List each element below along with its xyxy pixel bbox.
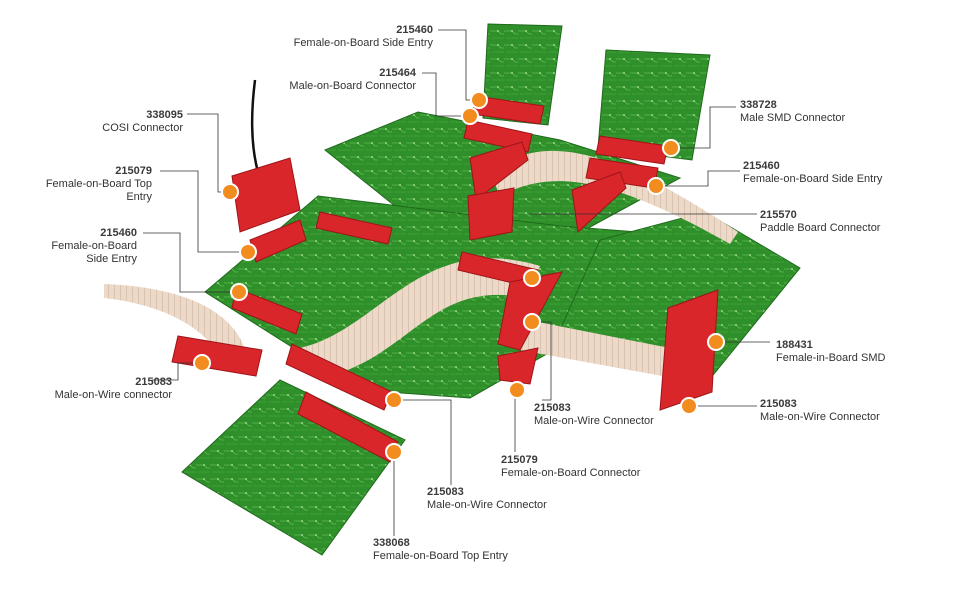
part-description: Male-on-Wire Connector bbox=[760, 411, 880, 423]
markers bbox=[193, 91, 725, 461]
callout-215083-bottom: 215083 Male-on-Wire Connector bbox=[427, 486, 547, 512]
center-ribbon bbox=[300, 258, 540, 378]
part-description: Paddle Board Connector bbox=[760, 222, 881, 234]
part-number: 215460 bbox=[396, 24, 433, 36]
callout-215460-left: 215460 Female-on-Board Side Entry bbox=[37, 227, 137, 266]
part-description: Male-on-Wire Connector bbox=[427, 499, 547, 511]
part-description: Female-on-Board Side Entry bbox=[51, 240, 137, 265]
mid-connector-c bbox=[497, 347, 539, 385]
marker[interactable] bbox=[662, 139, 680, 157]
callout-215570: 215570 Paddle Board Connector bbox=[760, 209, 880, 235]
marker[interactable] bbox=[508, 381, 526, 399]
callout-338095: 338095 COSI Connector bbox=[102, 109, 183, 135]
top-ribbon bbox=[490, 150, 738, 244]
cosi-connector-body bbox=[231, 157, 301, 233]
callout-215079-bottom: 215079 Female-on-Board Connector bbox=[501, 454, 640, 480]
part-number: 215079 bbox=[501, 454, 538, 466]
top-right-pcb-b bbox=[597, 49, 711, 161]
center-wire-connector-body bbox=[285, 343, 393, 411]
marker[interactable] bbox=[523, 313, 541, 331]
connectors bbox=[171, 79, 719, 463]
part-description: Female-on-Board Side Entry bbox=[293, 37, 433, 49]
part-number: 215079 bbox=[115, 165, 152, 177]
side-entry-left-body bbox=[231, 287, 303, 335]
mid-connector-b bbox=[497, 271, 563, 351]
part-description: Female-on-Board Side Entry bbox=[743, 173, 883, 185]
part-description: Female-on-Board Top Entry bbox=[45, 178, 152, 203]
part-number: 338068 bbox=[373, 537, 410, 549]
callout-188431: 188431 Female-in-Board SMD bbox=[776, 339, 885, 365]
part-number: 215083 bbox=[534, 402, 571, 414]
part-description: Female-on-Board Connector bbox=[501, 467, 641, 479]
part-number: 215083 bbox=[760, 398, 797, 410]
callout-215079-top: 215079 Female-on-Board Top Entry bbox=[42, 165, 152, 204]
marker[interactable] bbox=[239, 243, 257, 261]
paddle-connector-a bbox=[469, 141, 529, 201]
marker[interactable] bbox=[385, 391, 403, 409]
part-number: 215083 bbox=[427, 486, 464, 498]
part-number: 338095 bbox=[146, 109, 183, 121]
callout-215083-right: 215083 Male-on-Wire Connector bbox=[760, 398, 880, 424]
part-number: 215460 bbox=[743, 160, 780, 172]
part-number: 338728 bbox=[740, 99, 777, 111]
board-connector-upper bbox=[315, 211, 393, 245]
cosi-cable bbox=[250, 79, 260, 173]
marker[interactable] bbox=[385, 443, 403, 461]
marker[interactable] bbox=[230, 283, 248, 301]
part-description: Female-on-Board Top Entry bbox=[373, 550, 508, 562]
part-description: Male-on-Wire Connector bbox=[534, 415, 654, 427]
smd-right-body bbox=[659, 289, 719, 411]
part-number: 215460 bbox=[100, 227, 137, 239]
part-number: 215464 bbox=[379, 67, 416, 79]
callout-215460-right: 215460 Female-on-Board Side Entry bbox=[743, 160, 882, 186]
part-description: Female-in-Board SMD bbox=[776, 352, 886, 364]
marker[interactable] bbox=[470, 91, 488, 109]
marker[interactable] bbox=[523, 269, 541, 287]
callout-215460-top: 215460 Female-on-Board Side Entry bbox=[294, 24, 433, 50]
paddle-connector-c bbox=[467, 187, 515, 241]
right-ribbon bbox=[520, 320, 690, 380]
callout-338068: 338068 Female-on-Board Top Entry bbox=[373, 537, 508, 563]
marker[interactable] bbox=[461, 107, 479, 125]
marker[interactable] bbox=[221, 183, 239, 201]
part-number: 215083 bbox=[135, 376, 172, 388]
bottom-board-connector-body bbox=[297, 391, 399, 463]
bottom-pcb bbox=[181, 379, 406, 556]
male-on-wire-left-body bbox=[171, 335, 263, 377]
callout-215083-center: 215083 Male-on-Wire Connector bbox=[534, 402, 654, 428]
part-description: Male-on-Board Connector bbox=[289, 80, 416, 92]
paddle-connector-b bbox=[571, 171, 627, 234]
marker[interactable] bbox=[193, 354, 211, 372]
part-description: COSI Connector bbox=[102, 122, 183, 134]
marker[interactable] bbox=[647, 177, 665, 195]
part-description: Male SMD Connector bbox=[740, 112, 846, 124]
marker[interactable] bbox=[707, 333, 725, 351]
callout-215464: 215464 Male-on-Board Connector bbox=[289, 67, 416, 93]
callout-215083-left: 215083 Male-on-Wire connector bbox=[55, 376, 172, 402]
callout-338728: 338728 Male SMD Connector bbox=[740, 99, 845, 125]
marker[interactable] bbox=[680, 397, 698, 415]
part-number: 188431 bbox=[776, 339, 813, 351]
part-description: Male-on-Wire connector bbox=[54, 389, 172, 401]
male-smd-body bbox=[595, 135, 669, 165]
part-number: 215570 bbox=[760, 209, 797, 221]
